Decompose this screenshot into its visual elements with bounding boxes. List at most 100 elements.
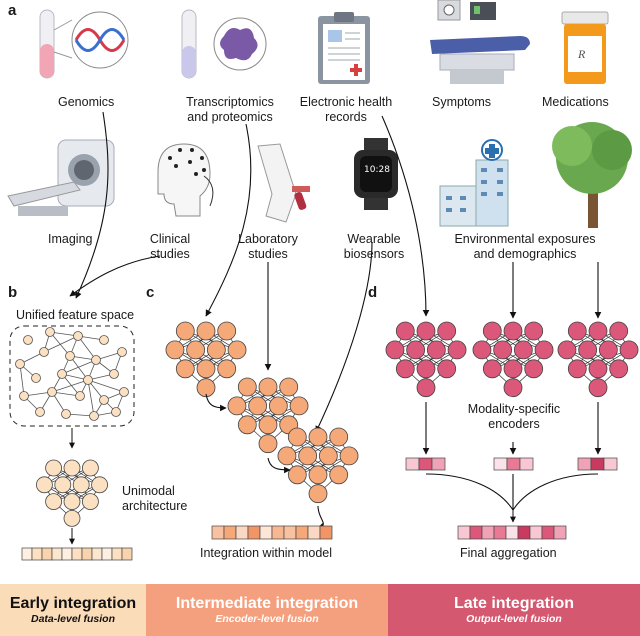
network-node xyxy=(82,459,99,477)
network-node xyxy=(277,446,297,466)
network-node xyxy=(268,396,288,416)
feature-node xyxy=(117,347,127,357)
vector-cell xyxy=(481,525,495,540)
feature-node xyxy=(23,335,33,345)
feature-node xyxy=(47,387,57,397)
network-node xyxy=(258,377,278,397)
network-node xyxy=(482,359,502,379)
network-node xyxy=(339,446,359,466)
network-node xyxy=(588,321,608,341)
network-node xyxy=(437,321,457,341)
network-node xyxy=(175,359,195,379)
vector-cell xyxy=(295,525,309,540)
encoder-network-2 xyxy=(227,377,309,454)
network-node xyxy=(406,340,426,360)
panel-a-label: a xyxy=(8,2,17,19)
network-node xyxy=(588,378,608,398)
network-node xyxy=(217,359,237,379)
intermediate-output-vector xyxy=(211,525,333,540)
vector-cell xyxy=(493,457,508,471)
final-aggregation-label: Final aggregation xyxy=(460,546,557,560)
network-node xyxy=(395,321,415,341)
network-node xyxy=(482,321,502,341)
svg-text:10:28: 10:28 xyxy=(364,165,390,175)
vector-cell xyxy=(81,547,93,561)
network-node xyxy=(63,493,81,511)
panel-d-label: d xyxy=(368,284,378,301)
vector-cell xyxy=(577,457,592,471)
imaging-label: Imaging xyxy=(48,232,93,246)
network-node xyxy=(437,359,457,379)
feature-node xyxy=(45,327,55,337)
late-integration-subtitle: Output-level fusion xyxy=(466,613,562,625)
network-node xyxy=(329,427,349,447)
medications-label: Medications xyxy=(542,95,609,109)
network-node xyxy=(385,340,405,360)
panel-c-label: c xyxy=(146,284,155,301)
network-node xyxy=(279,377,299,397)
eeg-head-icon xyxy=(157,143,214,217)
network-node xyxy=(54,476,72,494)
vector-cell xyxy=(519,457,534,471)
feature-node xyxy=(119,387,129,397)
network-node xyxy=(524,321,544,341)
network-node xyxy=(308,427,328,447)
network-node xyxy=(72,476,90,494)
vector-cell xyxy=(431,457,446,471)
svg-text:R: R xyxy=(577,47,586,61)
vector-cell xyxy=(121,547,133,561)
blood-draw-icon xyxy=(257,143,310,223)
input-arrows xyxy=(69,111,602,433)
network-node xyxy=(217,321,237,341)
vector-cell xyxy=(283,525,297,540)
network-node xyxy=(287,465,307,485)
vector-cell xyxy=(529,525,543,540)
vector-cell xyxy=(271,525,285,540)
vector-cell xyxy=(211,525,225,540)
vector-cell xyxy=(235,525,249,540)
network-node xyxy=(308,465,328,485)
feature-node xyxy=(91,355,101,365)
network-node xyxy=(196,321,216,341)
vector-cell xyxy=(259,525,273,540)
final-aggregation-vector xyxy=(457,525,567,540)
clipboard-icon xyxy=(318,12,370,84)
intermediate-integration-title: Intermediate integration xyxy=(175,595,359,612)
network-node xyxy=(91,476,108,494)
vector-cell xyxy=(553,525,567,540)
intermediate-integration-subtitle: Encoder-level fusion xyxy=(215,613,319,625)
hospital-building-icon xyxy=(439,139,509,227)
network-node xyxy=(206,340,226,360)
late-integration-title: Late integration xyxy=(453,595,574,612)
network-node xyxy=(237,415,257,435)
proteomics-icon xyxy=(181,9,267,79)
vector-cell xyxy=(590,457,605,471)
network-node xyxy=(248,396,268,416)
network-node xyxy=(82,493,99,511)
network-node xyxy=(165,340,185,360)
feature-node xyxy=(83,375,93,385)
network-node xyxy=(557,340,577,360)
network-node xyxy=(196,359,216,379)
network-node xyxy=(237,377,257,397)
late-encoder-3 xyxy=(557,321,639,398)
pill-bottle-icon: R xyxy=(561,11,609,84)
feature-node xyxy=(65,351,75,361)
early-integration-title: Early integration xyxy=(9,595,137,612)
network-node xyxy=(416,359,436,379)
late-encoder-2 xyxy=(472,321,554,398)
network-node xyxy=(588,359,608,379)
feature-node xyxy=(99,335,109,345)
feature-node xyxy=(89,411,99,421)
vector-cell xyxy=(223,525,237,540)
vector-cell xyxy=(418,457,433,471)
network-node xyxy=(258,434,278,454)
network-node xyxy=(175,321,195,341)
network-node xyxy=(196,378,216,398)
late-integration-band: Late integration Output-level fusion xyxy=(388,584,640,636)
